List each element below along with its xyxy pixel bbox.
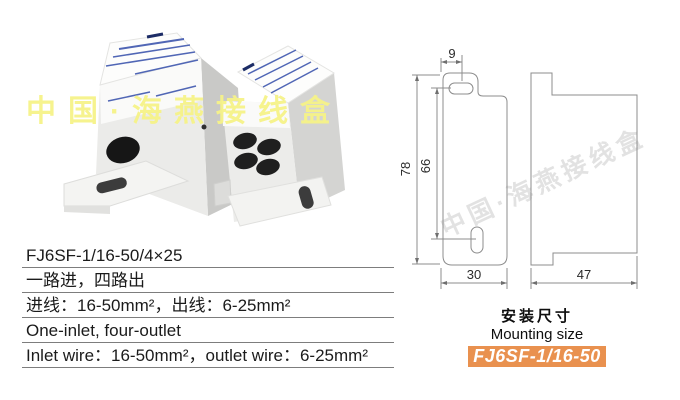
- mounting-title-en: Mounting size: [490, 326, 584, 343]
- outlet-hole: [256, 158, 280, 176]
- label-text-line: [262, 61, 312, 88]
- dim-label-47: 47: [577, 267, 591, 282]
- label-text-line: [254, 55, 304, 81]
- photo-watermark: 中国·海燕接线盒: [26, 95, 342, 128]
- spec-row-wire-en: Inlet wire：16-50mm²，outlet wire：6-25mm²: [22, 343, 394, 368]
- din-rail-clip: [213, 179, 232, 207]
- label-text-line: [247, 49, 297, 75]
- outlet-hole: [233, 132, 257, 150]
- top-mount-slot: [448, 82, 474, 95]
- right-base-slot: [298, 186, 314, 209]
- front-view-drawing: 9 78 66 30: [398, 46, 508, 289]
- outlet-hole: [234, 152, 258, 170]
- clamp-screw-dot: [201, 124, 207, 130]
- label-text-line: [155, 85, 197, 97]
- spec-row-model: FJ6SF-1/16-50/4×25: [22, 243, 394, 268]
- model-badge: FJ6SF-1/16-50: [468, 346, 606, 367]
- terminal-block-right: [213, 45, 345, 227]
- dim-label-66: 66: [418, 159, 433, 173]
- outlet-hole: [257, 138, 281, 156]
- dim-label-9: 9: [448, 46, 455, 61]
- right-block-side-face: [288, 73, 345, 211]
- label-text-line: [134, 59, 199, 75]
- left-base-slot: [96, 177, 127, 194]
- product-photo: [0, 0, 395, 245]
- drawing-watermark: 中国·海燕接线盒: [436, 123, 651, 243]
- spec-row-wire-cn: 进线：16-50mm²，出线：6-25mm²: [22, 293, 394, 318]
- mounting-title-cn: 安装尺寸: [500, 308, 573, 325]
- label-text-line: [270, 67, 319, 94]
- spec-row-desc-en: One-inlet, four-outlet: [22, 318, 394, 343]
- left-block-front-label: [100, 58, 203, 124]
- label-text-line: [112, 44, 191, 58]
- terminal-block-left: [63, 32, 245, 216]
- label-text-line: [105, 51, 196, 67]
- left-block-logo: [146, 32, 164, 39]
- product-photo-svg: [63, 32, 345, 227]
- dim-label-30: 30: [467, 267, 481, 282]
- right-block-logo: [242, 62, 255, 72]
- right-block-front-label: [222, 101, 290, 128]
- label-text-line: [107, 91, 151, 102]
- label-text-line: [118, 38, 185, 50]
- inlet-hole: [106, 136, 140, 164]
- mounting-size-block: 安装尺寸 Mounting size FJ6SF-1/16-50: [468, 305, 606, 367]
- spec-row-desc-cn: 一路进，四路出: [22, 268, 394, 293]
- dim-label-78: 78: [398, 162, 413, 176]
- left-block-base-edge: [64, 206, 110, 214]
- spec-table: FJ6SF-1/16-50/4×25 一路进，四路出 进线：16-50mm²，出…: [22, 243, 394, 368]
